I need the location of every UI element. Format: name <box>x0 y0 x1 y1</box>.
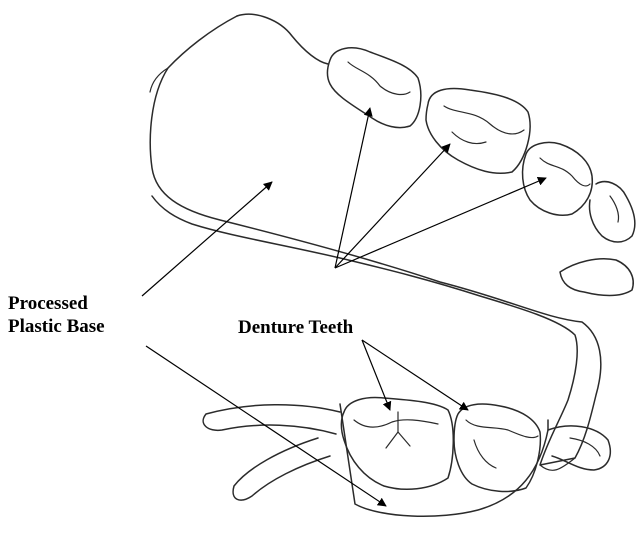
arrow-to-lower-tooth-1 <box>362 340 390 410</box>
upper-tooth-1 <box>327 48 420 128</box>
upper-teeth <box>327 48 635 296</box>
lower-saddle <box>203 398 610 517</box>
clasp-upper-right <box>590 182 635 242</box>
lingual-bar <box>560 259 633 296</box>
plastic-base-label-line-2: Plastic Base <box>8 315 105 338</box>
denture-teeth-label: Denture Teeth <box>238 316 353 339</box>
lower-tooth-1 <box>341 398 453 490</box>
plastic-base-outline <box>150 14 601 470</box>
plastic-base-label: Processed Plastic Base <box>8 292 105 338</box>
plastic-base-label-line-1: Processed <box>8 292 105 315</box>
clasp-lower-right <box>548 426 610 470</box>
upper-tooth-2 <box>426 89 530 174</box>
arrow-to-lower-tooth-2 <box>362 340 468 410</box>
arrow-to-upper-tooth-2 <box>335 144 450 268</box>
pointer-lines <box>142 108 546 506</box>
arrow-to-upper-tooth-1 <box>335 108 370 268</box>
upper-tooth-3 <box>523 142 593 215</box>
arrow-to-upper-tooth-3 <box>335 178 546 268</box>
clasp-lower-left-arm <box>233 438 330 500</box>
arrow-to-base-lower <box>146 346 386 506</box>
